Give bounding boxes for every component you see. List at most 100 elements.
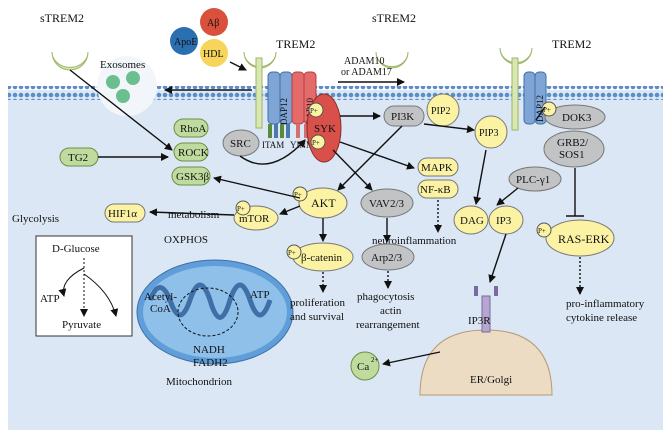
pi3k-node: PI3K: [383, 105, 425, 127]
nadh-label: NADH: [193, 344, 225, 356]
tg2-node: TG2: [59, 147, 99, 167]
phago-label-2: actin: [380, 305, 402, 317]
pi3k-label: PI3K: [391, 111, 414, 123]
ca-label: Ca: [357, 361, 369, 373]
itam-label: ITAM: [262, 140, 284, 150]
exosomes: Exosomes: [97, 56, 157, 116]
calcium-node: Ca 2+: [350, 351, 380, 381]
ip3r-label: IP3R: [468, 315, 491, 327]
hif1a-label: HIF1α: [108, 208, 137, 220]
metabolism-label: metabolism: [168, 209, 220, 221]
bcatenin-node: β-catenin P+: [286, 242, 354, 272]
ca-sup-label: 2+: [371, 356, 379, 364]
mapk-node: MAPK: [417, 157, 459, 177]
proinf-label-1: pro-inflammatory: [566, 298, 645, 310]
mtor-p: P+: [237, 205, 245, 213]
trem2-left-label: TREM2: [276, 37, 315, 51]
trem2-right-label: TREM2: [552, 37, 591, 51]
strem2-left: sTREM2: [40, 11, 89, 71]
abeta-ligand: [200, 8, 228, 36]
prolif-label-1: proliferation: [290, 297, 345, 309]
bcatenin-label: β-catenin: [301, 252, 343, 264]
ras-erk-label: RAS-ERK: [558, 232, 610, 246]
prolif-label-2: and survival: [290, 311, 344, 323]
dap12-left-label: DAP12: [279, 98, 289, 125]
sos1-label: SOS1: [559, 149, 585, 161]
mitochondrion-label: Mitochondrion: [166, 376, 232, 388]
apoe-label: ApoE: [174, 37, 197, 48]
mapk-label: MAPK: [421, 162, 453, 174]
bcat-p: P+: [288, 249, 296, 257]
atp-left-label: ATP: [40, 293, 60, 305]
hdl-ligand: [200, 39, 228, 67]
pip3-label: PIP3: [479, 128, 498, 139]
strem2-left-label: sTREM2: [40, 11, 84, 25]
dashed-arrows: [319, 200, 584, 295]
src-node: SRC: [222, 129, 260, 157]
syk-node: SYK P+ P+: [306, 93, 342, 163]
akt-p: P+: [294, 191, 302, 199]
abeta-label: Aβ: [207, 18, 219, 29]
phago-label-1: phagocytosis: [357, 291, 414, 303]
adam-label-1: ADAM10: [344, 56, 385, 67]
glycolysis-label: Glycolysis: [12, 213, 59, 225]
strem2-mid-label: sTREM2: [372, 11, 416, 25]
phago-label-3: rearrangement: [356, 319, 420, 331]
pathway-arrows: [69, 61, 584, 367]
mitochondrion: Acetyl- CoA ATP NADH FADH2 Mitochondrion: [136, 259, 294, 388]
ip3-node: IP3: [488, 205, 524, 235]
acetylcoa-label-1: Acetyl-: [144, 291, 177, 303]
arp-node: Arp2/3: [361, 243, 415, 271]
atp-mito-label: ATP: [250, 289, 270, 301]
hdl-label: HDL: [203, 49, 224, 60]
rho-rock-gsk-cluster: RhoA ROCK GSK3β: [171, 118, 211, 186]
glycolysis-box: D-Glucose ATP Pyruvate: [35, 235, 133, 337]
mtor-label: mTOR: [239, 213, 270, 225]
gsk3b-label: GSK3β: [176, 171, 210, 183]
ligands: ApoE Aβ HDL: [170, 8, 228, 67]
dok3-p: P+: [543, 106, 551, 114]
dag-label: DAG: [460, 215, 484, 227]
dglucose-label: D-Glucose: [52, 243, 100, 255]
dok3-node: DOK3 P+: [541, 101, 606, 130]
syk-label: SYK: [314, 123, 336, 135]
rock-label: ROCK: [178, 147, 209, 159]
pip2-label: PIP2: [431, 106, 450, 117]
hif1a-node: HIF1α: [104, 203, 146, 223]
dok3-label: DOK3: [562, 112, 592, 124]
adam-label-2: or ADAM17: [341, 67, 392, 78]
vav-label: VAV2/3: [369, 198, 405, 210]
dag-node: DAG: [453, 205, 489, 235]
dap12-right-label: DAP12: [535, 95, 545, 122]
acetylcoa-label-2: CoA: [150, 303, 171, 315]
mtor-node: mTOR P+: [233, 200, 279, 231]
pip2-node: PIP2: [426, 93, 460, 127]
rhoa-label: RhoA: [180, 123, 206, 135]
grb2-label: GRB2/: [557, 137, 589, 149]
er-golgi: ER/Golgi IP3R: [419, 286, 553, 396]
ras-p: P+: [538, 227, 546, 235]
arp-label: Arp2/3: [371, 252, 403, 264]
plcg-label: PLC-γ1: [516, 174, 550, 186]
src-label: SRC: [230, 138, 251, 150]
proinf-label-2: cytokine release: [566, 312, 637, 324]
nfkb-node: NF-κB: [417, 179, 459, 199]
plcg1-node: PLC-γ1: [508, 166, 562, 192]
ras-erk-node: RAS-ERK P+: [536, 219, 615, 257]
tg2-label: TG2: [68, 152, 88, 164]
oxphos-label: OXPHOS: [164, 234, 208, 246]
exosomes-label: Exosomes: [100, 59, 145, 71]
strem2-middle: sTREM2: [372, 11, 416, 69]
syk-p2: P+: [312, 139, 320, 147]
grb2-sos1-node: GRB2/ SOS1: [543, 130, 605, 168]
pyruvate-label: Pyruvate: [62, 319, 101, 331]
apoe-ligand: [170, 27, 198, 55]
fadh2-label: FADH2: [193, 357, 228, 369]
akt-label: AKT: [311, 196, 336, 210]
syk-p1: P+: [310, 107, 318, 115]
ip3-label: IP3: [496, 215, 512, 227]
nfkb-label: NF-κB: [420, 184, 451, 196]
pip3-node: PIP3: [474, 115, 508, 149]
